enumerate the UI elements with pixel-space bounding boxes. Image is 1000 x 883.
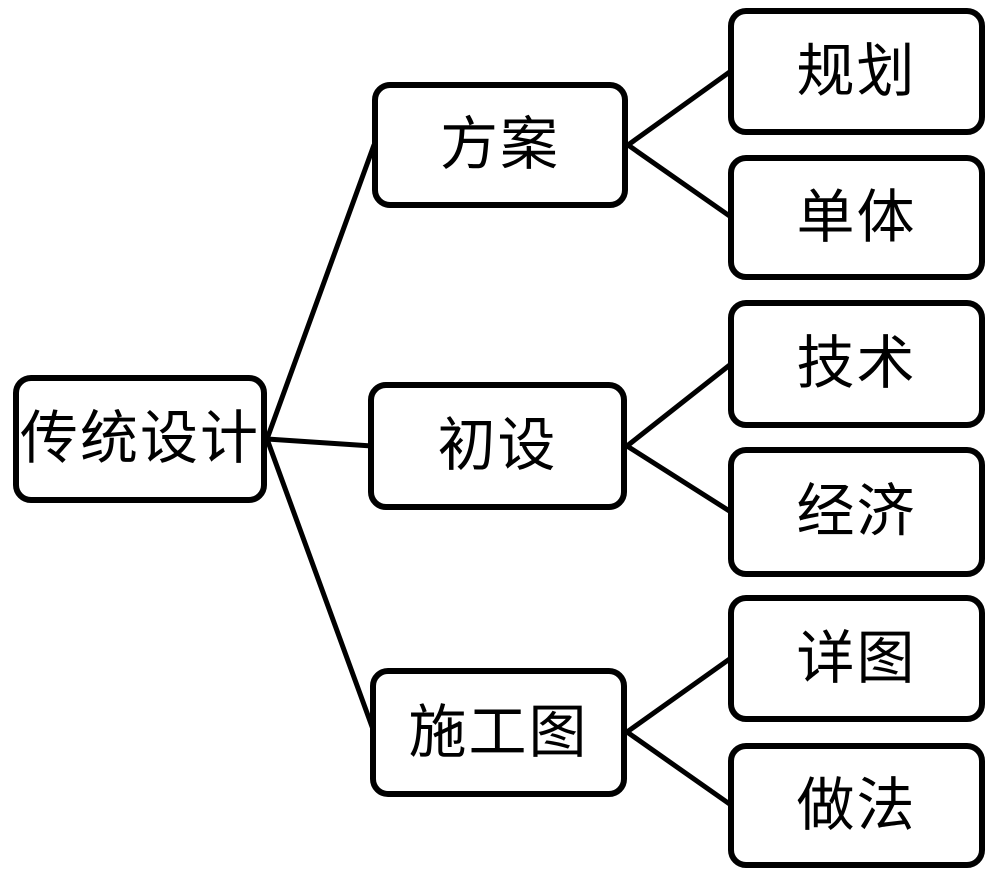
edge-scheme-to-single: [625, 142, 734, 220]
node-economy-label: 经济: [796, 479, 917, 544]
node-construction-drawing-label: 施工图: [408, 699, 589, 765]
node-method-label: 做法: [796, 772, 917, 838]
node-planning-label: 规划: [796, 38, 917, 104]
edge-root-to-scheme: [264, 142, 377, 442]
node-technology-label: 技术: [796, 331, 917, 396]
edge-root-to-preliminary: [264, 436, 375, 449]
node-scheme-label: 方案: [439, 112, 560, 177]
edge-scheme-to-planning: [625, 68, 734, 148]
node-construction-drawing: 施工图: [370, 668, 627, 797]
node-preliminary-design-label: 初设: [437, 413, 558, 478]
node-single-building-label: 单体: [796, 184, 917, 250]
edge-root-to-construction: [264, 436, 377, 735]
edge-preliminary-to-economy: [624, 443, 734, 515]
node-economy: 经济: [728, 447, 985, 577]
edge-construction-to-detail: [624, 655, 734, 735]
edge-construction-to-method: [624, 729, 734, 808]
node-traditional-design-label: 传统设计: [19, 406, 260, 471]
node-traditional-design: 传统设计: [13, 375, 267, 503]
edge-preliminary-to-technology: [624, 361, 734, 449]
node-technology: 技术: [728, 300, 985, 428]
node-method: 做法: [728, 743, 985, 868]
node-detail-drawing-label: 详图: [796, 625, 917, 691]
node-scheme: 方案: [372, 82, 628, 208]
node-planning: 规划: [728, 8, 985, 135]
node-preliminary-design: 初设: [368, 382, 627, 510]
node-single-building: 单体: [728, 155, 985, 280]
node-detail-drawing: 详图: [728, 595, 985, 722]
